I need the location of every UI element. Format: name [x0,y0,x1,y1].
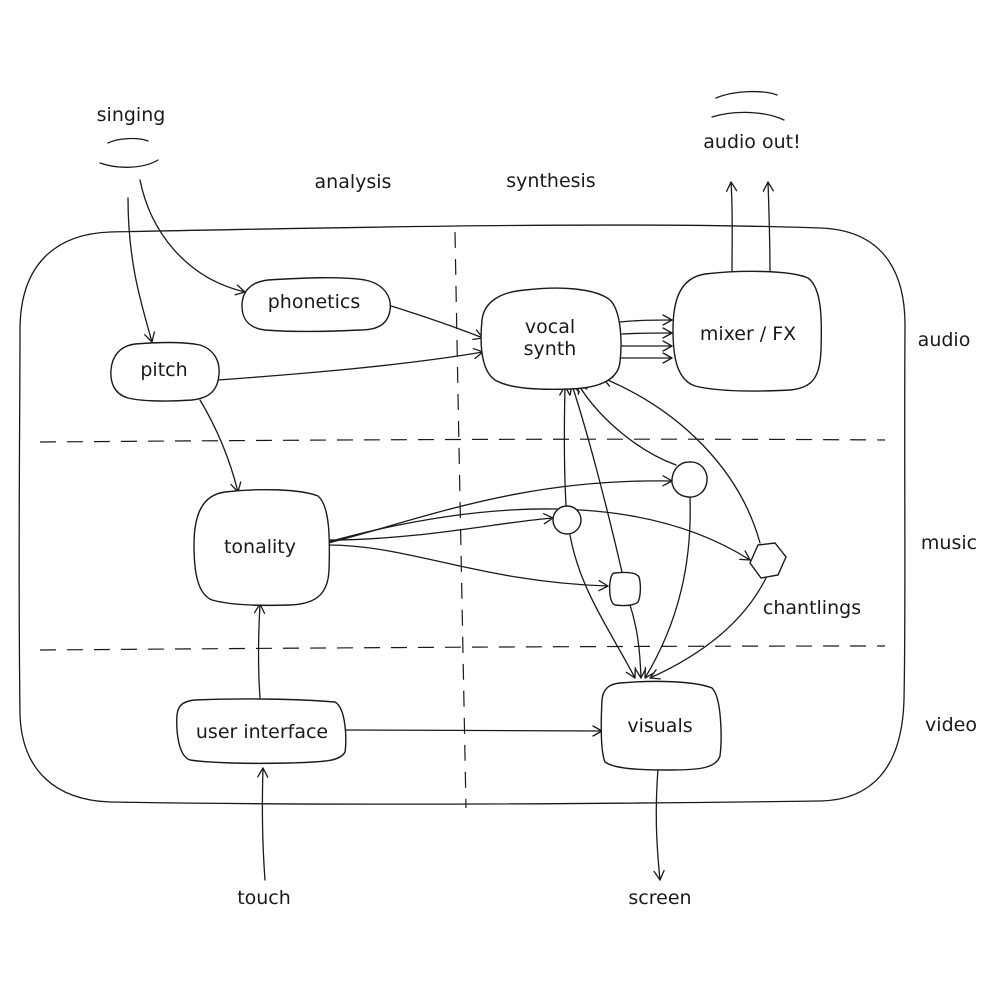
vocal-synth-label-line1: vocal [525,316,575,338]
audio-out-wave-icon [711,90,785,121]
edge-mixer-audioout-2 [762,181,774,273]
analysis-synthesis-divider [454,231,467,809]
edge-circle-visuals [569,534,636,679]
edge-circle-synth [559,385,571,506]
audio-row-label: audio [918,329,971,351]
mixer-fx-label: mixer / FX [700,323,796,345]
audio-music-divider [39,438,886,443]
edge-synth-mixer-2 [621,327,673,339]
system-boundary [18,224,906,805]
edge-touch-ui [257,767,269,881]
phonetics-label: phonetics [268,291,361,313]
video-row-label: video [925,714,977,736]
pitch-label: pitch [140,359,187,381]
chantling-hexagon-node [749,542,787,579]
edge-tonality-top [327,475,673,544]
node-mixer-fx: mixer / FX [672,270,823,392]
edge-tonality-hex [327,508,751,561]
node-vocal-synth: vocal synth [480,287,622,391]
synthesis-column-label: synthesis [506,170,595,192]
node-pitch: pitch [110,341,220,402]
edge-tonality-circle [327,513,554,541]
vocal-synth-label-line2: synth [524,338,577,360]
user-interface-label: user interface [196,721,328,743]
edge-square-synth [569,384,623,573]
edge-top-visuals [644,497,691,679]
node-phonetics: phonetics [241,276,392,333]
edge-pitch-tonality [199,399,242,493]
edge-singing-pitch [127,197,155,343]
edge-pitch-vocalsynth [217,347,484,381]
edge-visuals-screen [653,767,665,881]
edge-ui-visuals [345,725,603,737]
analysis-column-label: analysis [315,171,392,193]
edge-hex-synth [602,376,761,544]
music-row-label: music [921,532,977,554]
chantling-square-node [608,571,642,607]
edge-tonality-square [327,544,609,592]
edge-mixer-audioout-1 [725,181,738,273]
edge-singing-phonetics [139,179,246,296]
chantling-top-node [671,461,708,498]
edge-square-visuals [629,604,647,679]
music-video-divider [39,645,886,651]
edge-synth-mixer-1 [619,314,673,326]
touch-input-label: touch [237,887,291,909]
visuals-label: visuals [627,715,692,737]
node-visuals: visuals [600,680,722,771]
node-tonality: tonality [193,488,331,607]
singing-wave-icon [99,137,159,168]
tonality-label: tonality [224,536,296,558]
edges [127,179,774,881]
chantling-circle-node [552,505,582,535]
singing-input-label: singing [97,104,166,126]
edge-phonetics-vocalsynth [387,304,484,341]
edge-hex-visuals [649,577,767,680]
screen-output-label: screen [628,887,691,909]
chantlings-label: chantlings [763,597,861,619]
audio-out-label: audio out! [703,131,800,153]
edge-ui-tonality [253,603,266,699]
edge-top-synth [577,383,677,466]
node-user-interface: user interface [176,698,347,765]
